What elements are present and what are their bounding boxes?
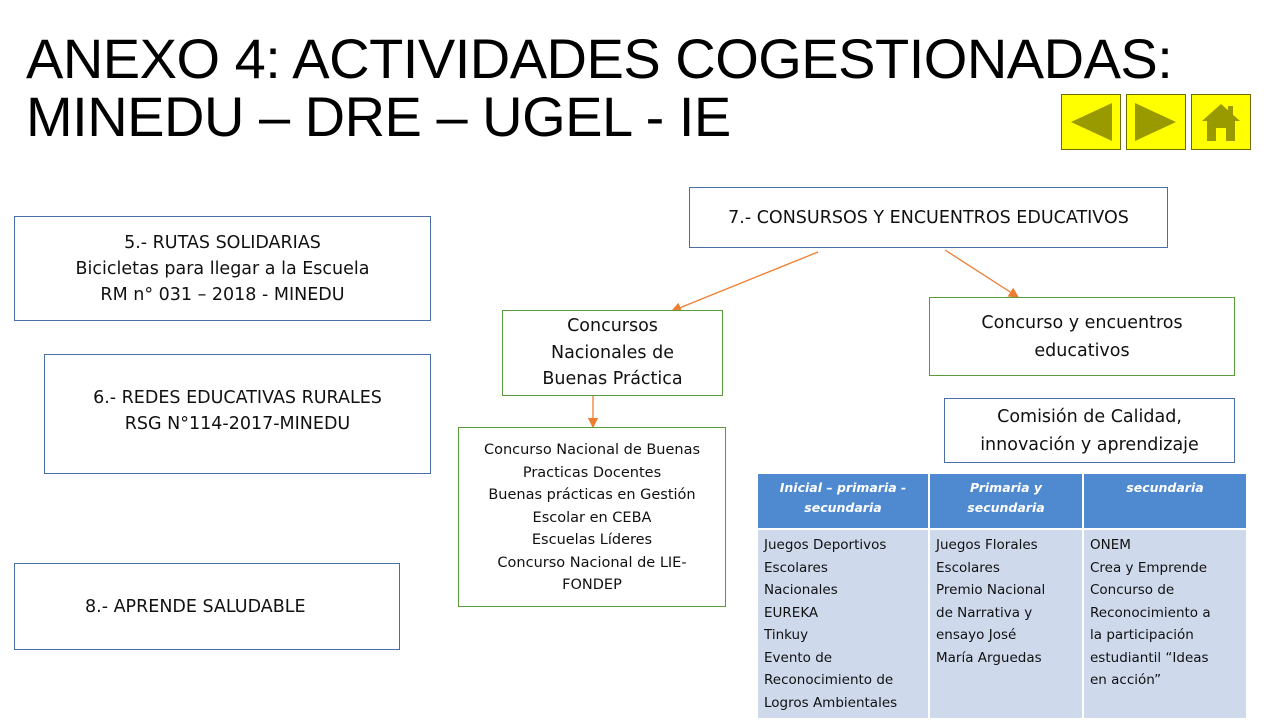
triangle-right-icon xyxy=(1135,103,1176,141)
table-row: Juegos Deportivos Escolares Nacionales E… xyxy=(756,528,1248,720)
concursos-line-1: Concursos xyxy=(567,316,658,337)
rutas-resolution: RM n° 031 – 2018 - MINEDU xyxy=(100,284,345,305)
concursos-detail-box: Concurso Nacional de Buenas Practicas Do… xyxy=(458,427,726,607)
redes-resolution: RSG N°114-2017-MINEDU xyxy=(124,414,351,434)
previous-slide-button[interactable] xyxy=(1061,94,1121,150)
detail-line-6: Concurso Nacional de LIE- xyxy=(497,554,687,571)
levels-table: Inicial – primaria - secundaria Primaria… xyxy=(756,472,1248,720)
concursos-encuentros-root-box: 7.- CONSURSOS Y ENCUENTROS EDUCATIVOS xyxy=(689,187,1168,248)
encuentros-line-2: educativos xyxy=(1034,340,1130,361)
aprende-saludable-box: 8.- APRENDE SALUDABLE xyxy=(14,563,400,650)
house-icon xyxy=(1202,104,1240,141)
home-button[interactable] xyxy=(1191,94,1251,150)
table-cell-primaria-secundaria: Juegos Florales Escolares Premio Naciona… xyxy=(928,528,1084,720)
table-cell-secundaria: ONEM Crea y Emprende Concurso de Reconoc… xyxy=(1082,528,1248,720)
table-header-cell: secundaria xyxy=(1082,472,1248,530)
detail-line-5: Escuelas Líderes xyxy=(531,532,653,548)
arrow-root-to-concursos xyxy=(670,251,819,313)
detail-line-2: Practicas Docentes xyxy=(522,464,662,481)
rutas-title: 5.- RUTAS SOLIDARIAS xyxy=(124,232,321,253)
slide-title: ANEXO 4: ACTIVIDADES COGESTIONADAS: MINE… xyxy=(26,30,1266,146)
redes-educativas-box: 6.- REDES EDUCATIVAS RURALES RSG N°114-2… xyxy=(44,354,431,474)
triangle-left-icon xyxy=(1071,103,1112,141)
rutas-description: Bicicletas para llegar a la Escuela xyxy=(75,258,370,279)
table-header-cell: Primaria y secundaria xyxy=(928,472,1084,530)
concursos-nacionales-box: Concursos Nacionales de Buenas Práctica xyxy=(502,310,723,396)
detail-line-7: FONDEP xyxy=(562,577,622,593)
slide-title-line-2: MINEDU – DRE – UGEL - IE xyxy=(26,85,731,148)
detail-line-4: Escolar en CEBA xyxy=(532,509,652,526)
concurso-encuentros-box: Concurso y encuentros educativos xyxy=(929,297,1235,376)
redes-title: 6.- REDES EDUCATIVAS RURALES xyxy=(93,388,382,408)
table-cell-inicial-primaria-secundaria: Juegos Deportivos Escolares Nacionales E… xyxy=(756,528,930,720)
table-header-cell: Inicial – primaria - secundaria xyxy=(756,472,930,530)
comision-line-1: Comisión de Calidad, xyxy=(997,406,1182,427)
concursos-line-3: Buenas Práctica xyxy=(542,369,683,390)
slide-title-line-1: ANEXO 4: ACTIVIDADES COGESTIONADAS: xyxy=(26,27,1173,90)
concursos-line-2: Nacionales de xyxy=(550,342,674,363)
encuentros-line-1: Concurso y encuentros xyxy=(981,312,1183,333)
comision-calidad-box: Comisión de Calidad, innovación y aprend… xyxy=(944,398,1235,463)
comision-line-2: innovación y aprendizaje xyxy=(980,434,1199,455)
detail-line-3: Buenas prácticas en Gestión xyxy=(488,487,696,503)
next-slide-button[interactable] xyxy=(1126,94,1186,150)
aprende-title: 8.- APRENDE SALUDABLE xyxy=(85,596,306,617)
table-header-row: Inicial – primaria - secundaria Primaria… xyxy=(756,472,1248,530)
rutas-solidarias-box: 5.- RUTAS SOLIDARIAS Bicicletas para lle… xyxy=(14,216,431,321)
detail-line-1: Concurso Nacional de Buenas xyxy=(483,442,701,458)
root-title: 7.- CONSURSOS Y ENCUENTROS EDUCATIVOS xyxy=(728,207,1129,228)
arrow-root-to-encuentros xyxy=(944,249,1020,298)
